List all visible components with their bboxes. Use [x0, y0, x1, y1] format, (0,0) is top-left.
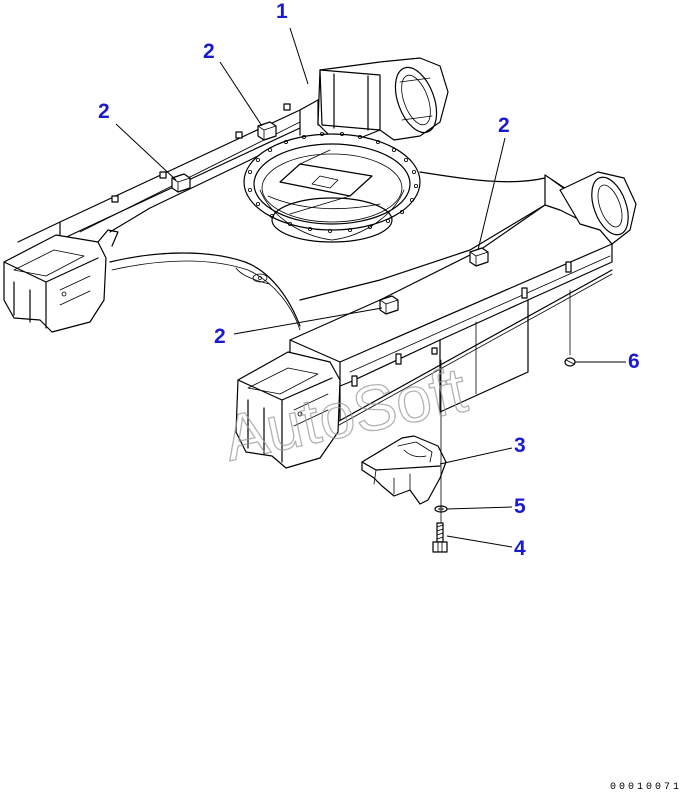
left-rear-end: [317, 57, 449, 147]
bolt: [432, 522, 448, 553]
callout-5[interactable]: 5: [514, 495, 526, 518]
track-guard-bracket: [361, 435, 447, 505]
callout-1[interactable]: 1: [276, 0, 288, 23]
callout-2d[interactable]: 2: [214, 325, 226, 348]
right-front-end: [235, 351, 341, 469]
guide-block-d: [379, 295, 399, 315]
callout-4[interactable]: 4: [514, 537, 526, 560]
guide-blocks: [171, 121, 489, 315]
callout-2b[interactable]: 2: [98, 100, 110, 123]
document-number: 00010071: [610, 782, 682, 793]
guide-block-c: [469, 247, 489, 267]
callout-6[interactable]: 6: [628, 350, 640, 373]
guide-block-b: [257, 121, 277, 141]
swing-circle: [243, 131, 421, 243]
callout-2c[interactable]: 2: [498, 114, 510, 137]
plug: [564, 357, 576, 367]
leader-lines: [115, 27, 626, 548]
callouts: 1 2 2 2 2 3 5 4 6: [98, 0, 640, 560]
right-rear-end: [559, 171, 637, 245]
guide-block-a: [171, 173, 191, 193]
callout-3[interactable]: 3: [514, 434, 526, 457]
left-front-end: [3, 229, 119, 333]
callout-2a[interactable]: 2: [203, 40, 215, 63]
